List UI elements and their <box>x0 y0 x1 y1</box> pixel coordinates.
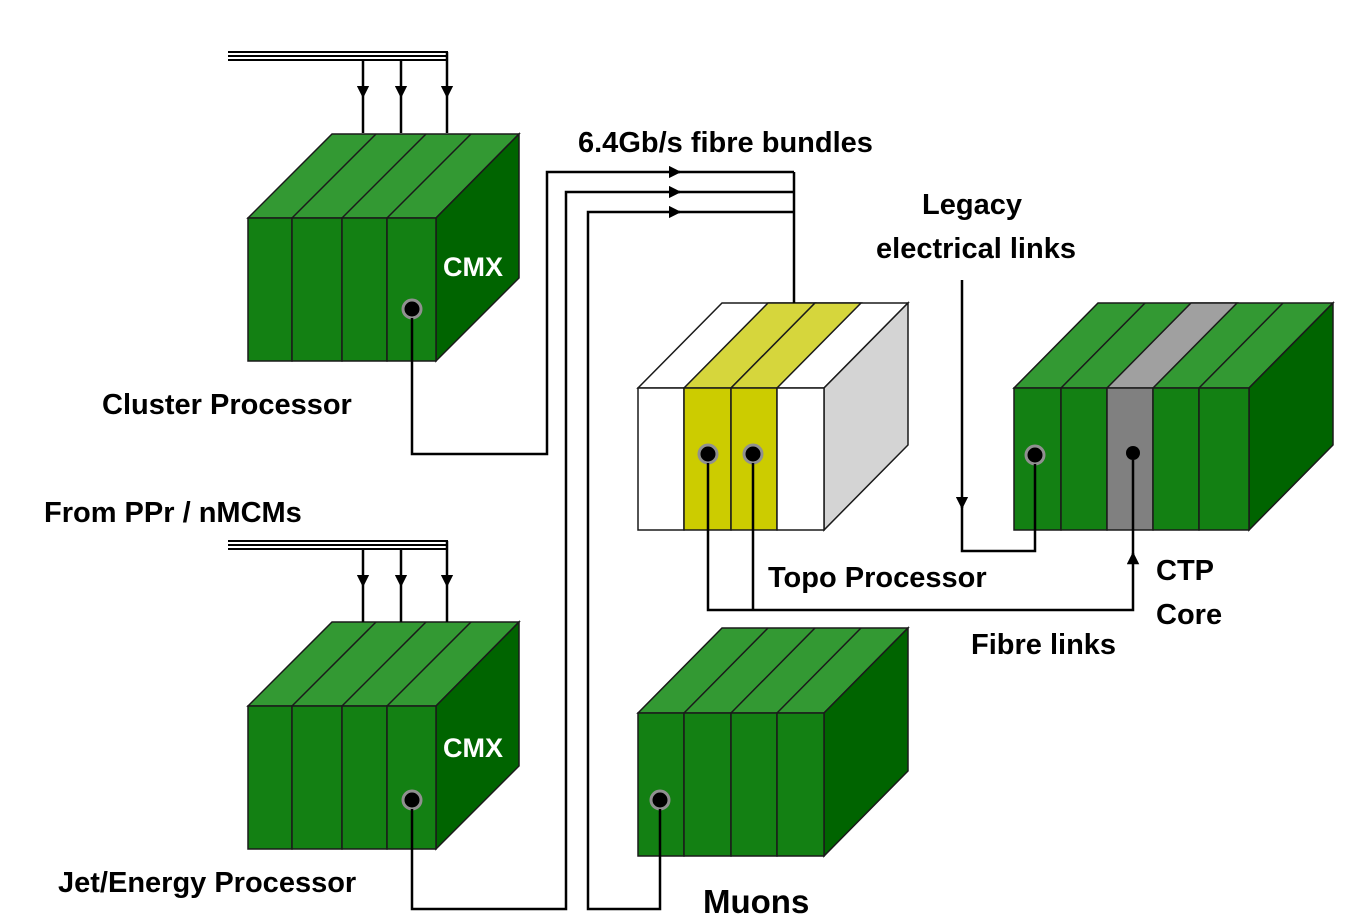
ctp-label-line1: CTP <box>1156 555 1214 587</box>
topo-port-1 <box>697 443 719 465</box>
fibre-bundle-lines <box>410 165 796 911</box>
ppr-input-lines-bottom <box>228 540 454 622</box>
cmx-label-top: CMX <box>443 252 503 282</box>
cluster-cmx-port <box>401 298 423 320</box>
jet-cmx-port <box>401 789 423 811</box>
topo-port-2 <box>742 443 764 465</box>
topo-to-ctp-fibre-links <box>706 460 1140 612</box>
ctp-label-line2: Core <box>1156 599 1222 631</box>
fibre-links-label: Fibre links <box>971 629 1116 661</box>
topo-processor-label: Topo Processor <box>768 562 987 594</box>
cluster-processor-label: Cluster Processor <box>102 389 352 421</box>
jet-energy-processor-crate: CMX <box>246 620 521 851</box>
legacy-label-line2: electrical links <box>876 233 1076 265</box>
topo-processor-crate <box>636 301 910 532</box>
legacy-electrical-link-line <box>955 280 1037 553</box>
legacy-label-line1: Legacy <box>922 189 1022 221</box>
cluster-processor-crate: CMX <box>246 132 521 363</box>
jet-energy-processor-label: Jet/Energy Processor <box>58 867 356 899</box>
fibre-bundles-label: 6.4Gb/s fibre bundles <box>578 127 873 159</box>
ctp-port-legacy <box>1024 444 1046 466</box>
muons-crate <box>636 626 910 858</box>
ppr-input-lines-top <box>228 51 454 133</box>
muons-port <box>649 789 671 811</box>
from-ppr-label: From PPr / nMCMs <box>44 497 302 529</box>
ctp-port-fibre <box>1126 446 1140 460</box>
muons-label: Muons <box>703 883 809 920</box>
cmx-label-bottom: CMX <box>443 733 503 763</box>
ctp-core-crate <box>1012 301 1335 532</box>
